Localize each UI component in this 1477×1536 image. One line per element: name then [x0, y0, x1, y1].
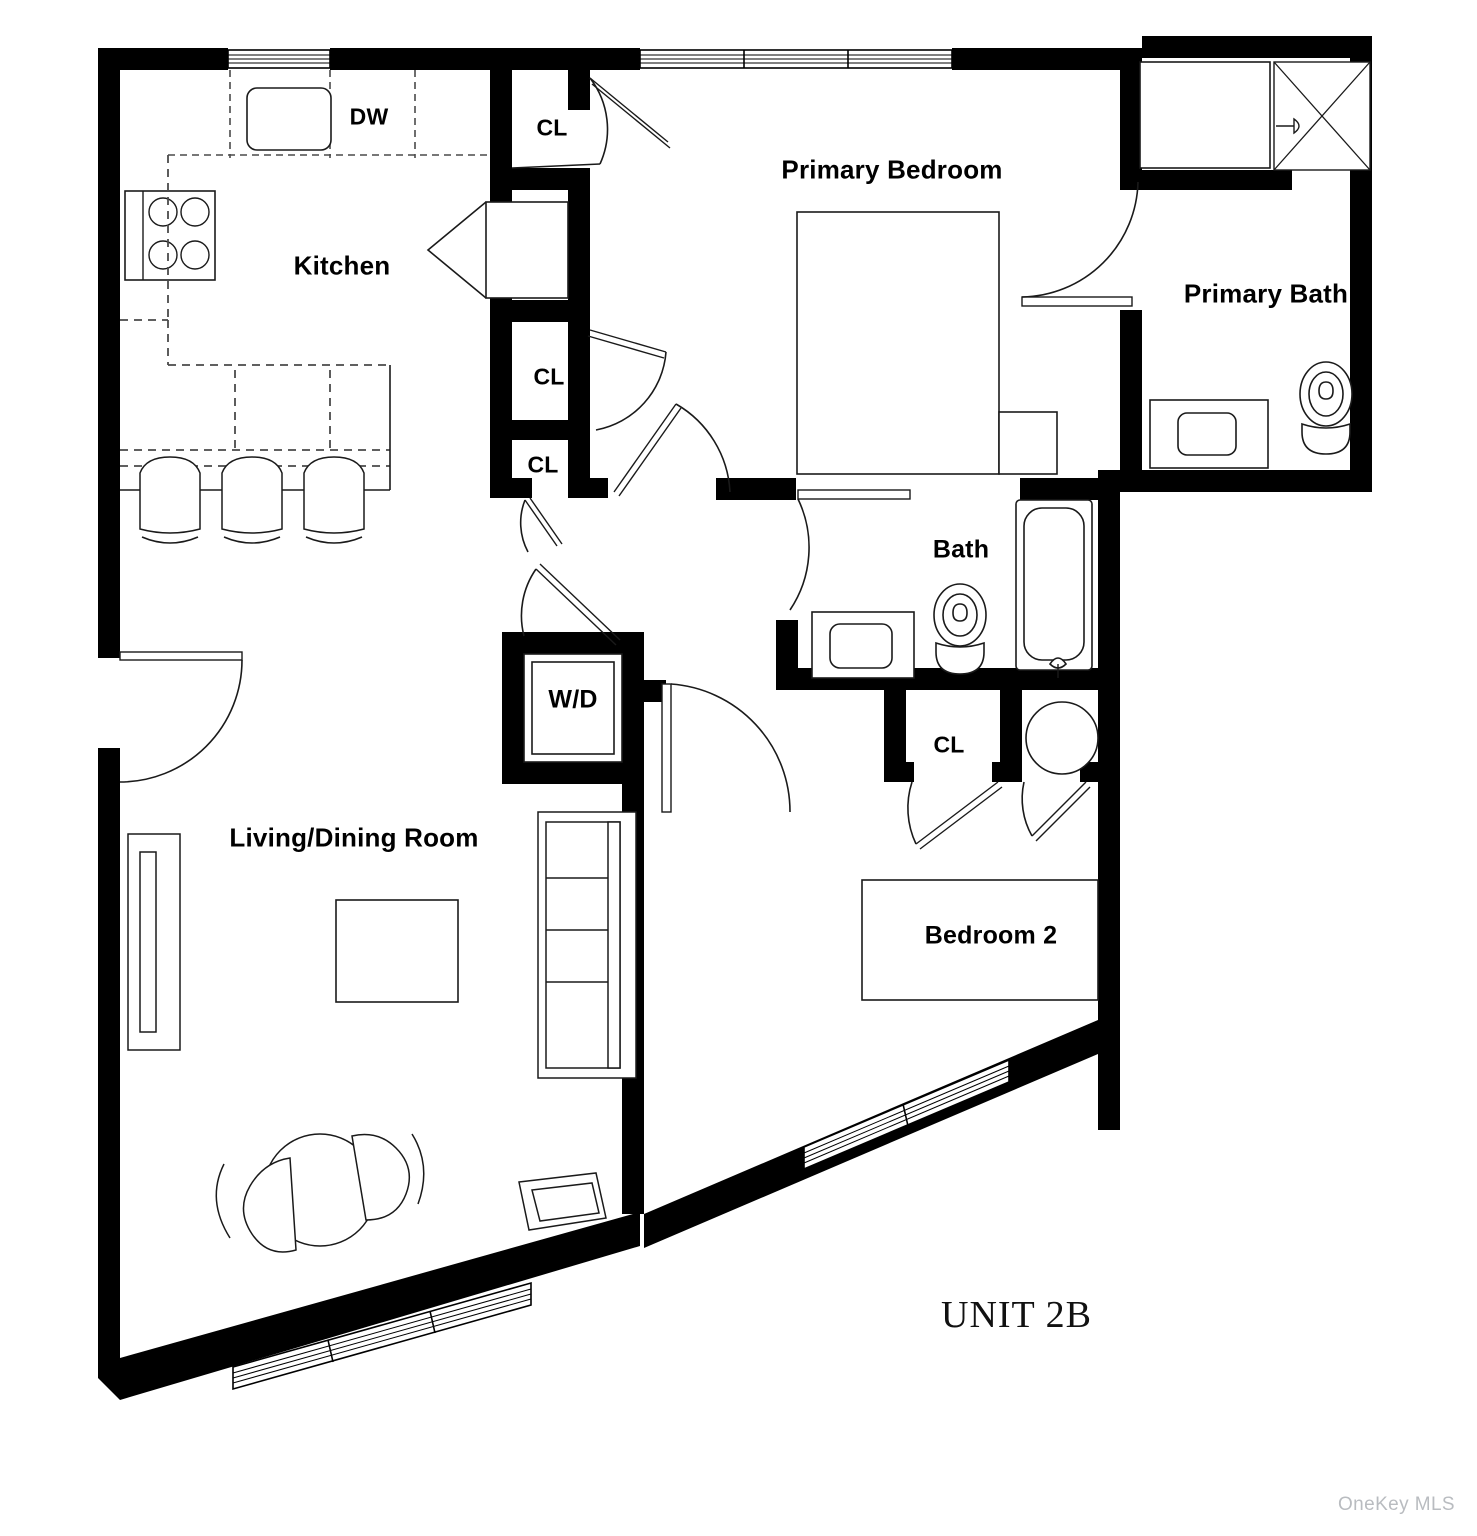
burner-icon: [180, 240, 210, 270]
wall-exterior-top-c: [505, 48, 640, 70]
living-dining-furniture: [127, 811, 637, 1253]
bedroom2-bed: [861, 879, 1099, 1001]
primary-bath-toilet: [1299, 361, 1353, 455]
primary-bath-shower: [1273, 61, 1371, 171]
bar-stool: [139, 456, 365, 544]
closet-door-4: [907, 781, 1003, 850]
bath-tub: [1015, 499, 1093, 678]
tub-drain-icon: [1048, 657, 1068, 669]
wall-wd-bottom: [502, 762, 644, 784]
wall-exterior-top-e: [1142, 36, 1372, 58]
primary-bath-vanity: [1149, 399, 1269, 469]
wall-pbath-closet-left: [1120, 58, 1142, 188]
wall-pbath-closet-bottom: [1120, 170, 1270, 190]
wall-cl1-right-jamb: [568, 70, 590, 110]
bedroom-2-furniture: [861, 879, 1099, 1001]
sink-basin: [1177, 412, 1237, 456]
closet-door-1: [511, 77, 671, 169]
kitchen-fixtures: [120, 70, 490, 544]
closet-door-5: [1021, 781, 1091, 842]
wall-cl1-left: [490, 70, 512, 190]
wall-bath-cl-jamb-b: [992, 762, 1022, 782]
living-media-unit: [127, 833, 181, 1051]
bath-fixtures: [811, 499, 1099, 775]
wall-exterior-top-a: [98, 48, 228, 70]
unit-label: UNIT 2B: [941, 1294, 1092, 1336]
shower-head-icon: [1276, 117, 1300, 135]
wall-pantry-right: [568, 190, 590, 320]
wall-bath-bottom-b: [884, 668, 1120, 690]
living-sofa: [537, 811, 637, 1079]
wall-wd-right: [622, 632, 644, 784]
primary-bedroom-window: [639, 49, 953, 69]
wall-pbr-bottom-b: [1020, 478, 1120, 500]
closet-door-3: [519, 497, 563, 553]
wall-bath-cl-jamb-a: [884, 762, 914, 782]
primary-bedroom-door: [1021, 181, 1139, 307]
wall-bath-cl-right: [1000, 690, 1022, 780]
bath-toilet: [933, 583, 987, 675]
primary-bath-fixtures: [1139, 61, 1371, 469]
bath-vanity: [811, 611, 915, 679]
pantry-door: [426, 201, 569, 299]
living-room-window: [232, 1281, 532, 1391]
wall-pbath-shower-jamb: [1352, 170, 1372, 192]
wall-bath-left: [776, 620, 798, 680]
kitchen-range: [124, 190, 216, 281]
wall-cl3-bottom-a: [490, 478, 532, 498]
primary-bath-closet: [1139, 61, 1271, 169]
wall-primary-bath-bottom: [1120, 470, 1372, 492]
wall-exterior-diagonal-living: [98, 1212, 640, 1400]
sink-basin: [829, 623, 893, 669]
wall-cl2-bottom: [490, 420, 590, 440]
wall-wd-left: [502, 632, 524, 784]
kitchen-window: [227, 49, 331, 69]
living-coffee-table: [335, 899, 459, 1003]
wall-exterior-top-d: [952, 48, 1142, 70]
wall-exterior-left-upper: [98, 48, 120, 658]
living-accent-chair: [518, 1172, 607, 1231]
burner-icon: [180, 197, 210, 227]
wall-exterior-right-lower: [1098, 660, 1120, 1130]
wall-cl2-left: [490, 322, 512, 432]
mls-watermark: OneKey MLS: [1338, 1494, 1455, 1515]
wall-primary-bed-bath: [1120, 310, 1142, 490]
wall-cl1-bottom: [490, 168, 590, 190]
burner-icon: [148, 197, 178, 227]
windows: [227, 49, 1010, 1391]
bath-door: [789, 489, 911, 611]
hall-door: [613, 403, 731, 497]
bedroom2-table: [1025, 701, 1099, 775]
wall-bath-cl-left: [884, 690, 906, 780]
primary-bed: [796, 211, 1000, 475]
closet-door-2: [587, 329, 667, 431]
bedroom-2-door: [661, 683, 791, 813]
wall-cl2-right: [568, 322, 590, 432]
wall-bath-cl-jamb-c: [1080, 762, 1120, 782]
primary-nightstand: [998, 411, 1058, 475]
wall-pbath-closet-corner: [1270, 170, 1292, 190]
burner-icon: [148, 240, 178, 270]
living-dining-table: [215, 1133, 425, 1253]
wall-exterior-left-lower: [98, 748, 120, 1378]
primary-bedroom-furniture: [796, 211, 1058, 475]
washer-dryer-unit: [523, 653, 623, 763]
bedroom-2-window: [803, 1058, 1010, 1171]
doors: [119, 77, 1139, 850]
wall-pbr-bottom-a: [716, 478, 796, 500]
wall-cl3-bottom-b: [568, 478, 608, 498]
kitchen-sink: [246, 87, 332, 151]
wall-right-bath: [1098, 470, 1120, 660]
wall-pantry-bottom: [490, 300, 590, 322]
entry-door: [119, 651, 243, 783]
laundry-closet-door: [520, 563, 621, 646]
wall-exterior-top-b: [330, 48, 505, 70]
wall-wd-jamb: [644, 680, 666, 702]
